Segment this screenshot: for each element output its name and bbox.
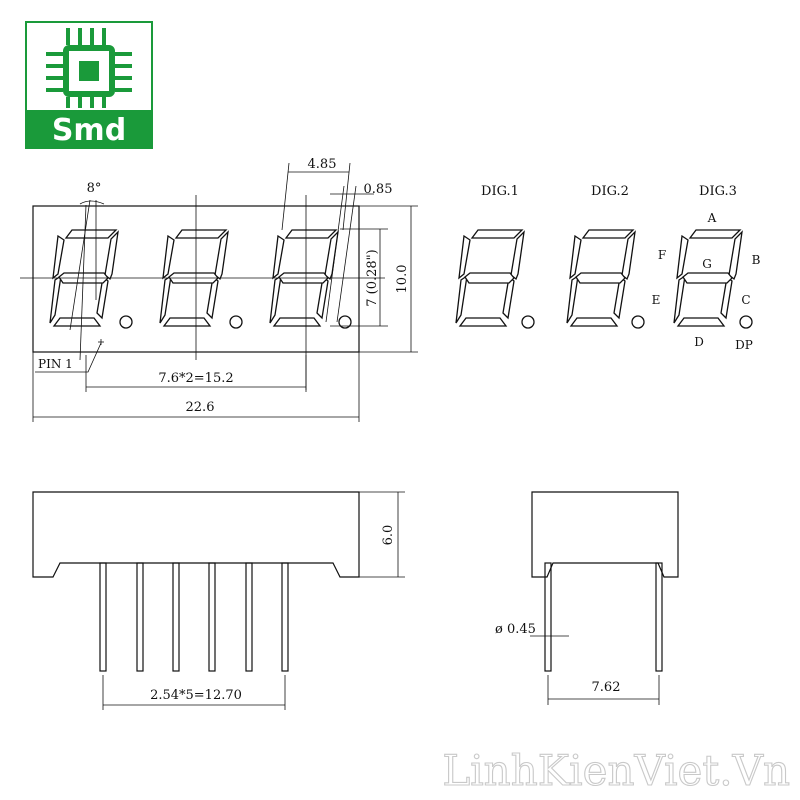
width-label: 22.6	[186, 400, 215, 415]
digit-label-2: DIG.2	[591, 184, 629, 199]
segment-g-label: G	[702, 257, 712, 271]
end-view: ø 0.45 7.62	[495, 491, 679, 705]
pin	[99, 562, 107, 672]
segment-diagram: DIG.1 DIG.2 DIG.3 A B C D E F G DP	[455, 184, 761, 352]
side-view: 6.0 2.54*5=12.70	[32, 491, 405, 710]
segment-b-label: B	[752, 253, 761, 267]
digit-width-label: 4.85	[308, 157, 337, 172]
front-dp-1	[119, 315, 133, 329]
pin-diameter-label: ø 0.45	[495, 622, 536, 637]
segment-a-label: A	[707, 211, 717, 225]
segment-dp-2	[631, 315, 645, 329]
pin	[655, 562, 663, 672]
height-label: 10.0	[395, 265, 410, 294]
angle-label: 8°	[87, 181, 102, 196]
segment-d-label: D	[694, 335, 704, 349]
digit-label-1: DIG.1	[481, 184, 519, 199]
pin	[544, 562, 552, 672]
chip-icon	[46, 28, 132, 108]
logo-text: Smd	[52, 113, 126, 148]
pin	[172, 562, 180, 672]
segment-c-label: C	[741, 293, 750, 307]
pin	[208, 562, 216, 672]
pitch-label: 7.6*2=15.2	[158, 371, 233, 386]
smd-logo: Smd	[25, 21, 153, 149]
segment-f-label: F	[658, 248, 666, 262]
segment-dp-1	[521, 315, 535, 329]
dp-width-label: 0.85	[364, 182, 393, 197]
pin1-label: PIN 1	[38, 357, 73, 371]
digit-height-label: 7 (0.28")	[365, 249, 380, 306]
front-dp-2	[229, 315, 243, 329]
front-view: 8° 4.85 0.85 7 (0.28") 10.0 PIN 1 7.6*2=…	[20, 157, 418, 422]
digit-label-3: DIG.3	[699, 184, 737, 199]
pin	[281, 562, 289, 672]
watermark: LinhKienViet.Vn	[442, 746, 790, 795]
segment-dp-3	[739, 315, 753, 329]
pin	[136, 562, 144, 672]
segment-digit-1	[455, 229, 525, 327]
pin-pitch-label: 2.54*5=12.70	[150, 688, 242, 703]
pin	[245, 562, 253, 672]
side-height-label: 6.0	[381, 525, 396, 546]
segment-digit-2	[566, 229, 636, 327]
segment-digit-3	[673, 229, 743, 327]
front-dp-3	[338, 315, 352, 329]
row-spacing-label: 7.62	[592, 680, 621, 695]
segment-e-label: E	[652, 293, 661, 307]
segment-dp-label: DP	[735, 338, 753, 352]
